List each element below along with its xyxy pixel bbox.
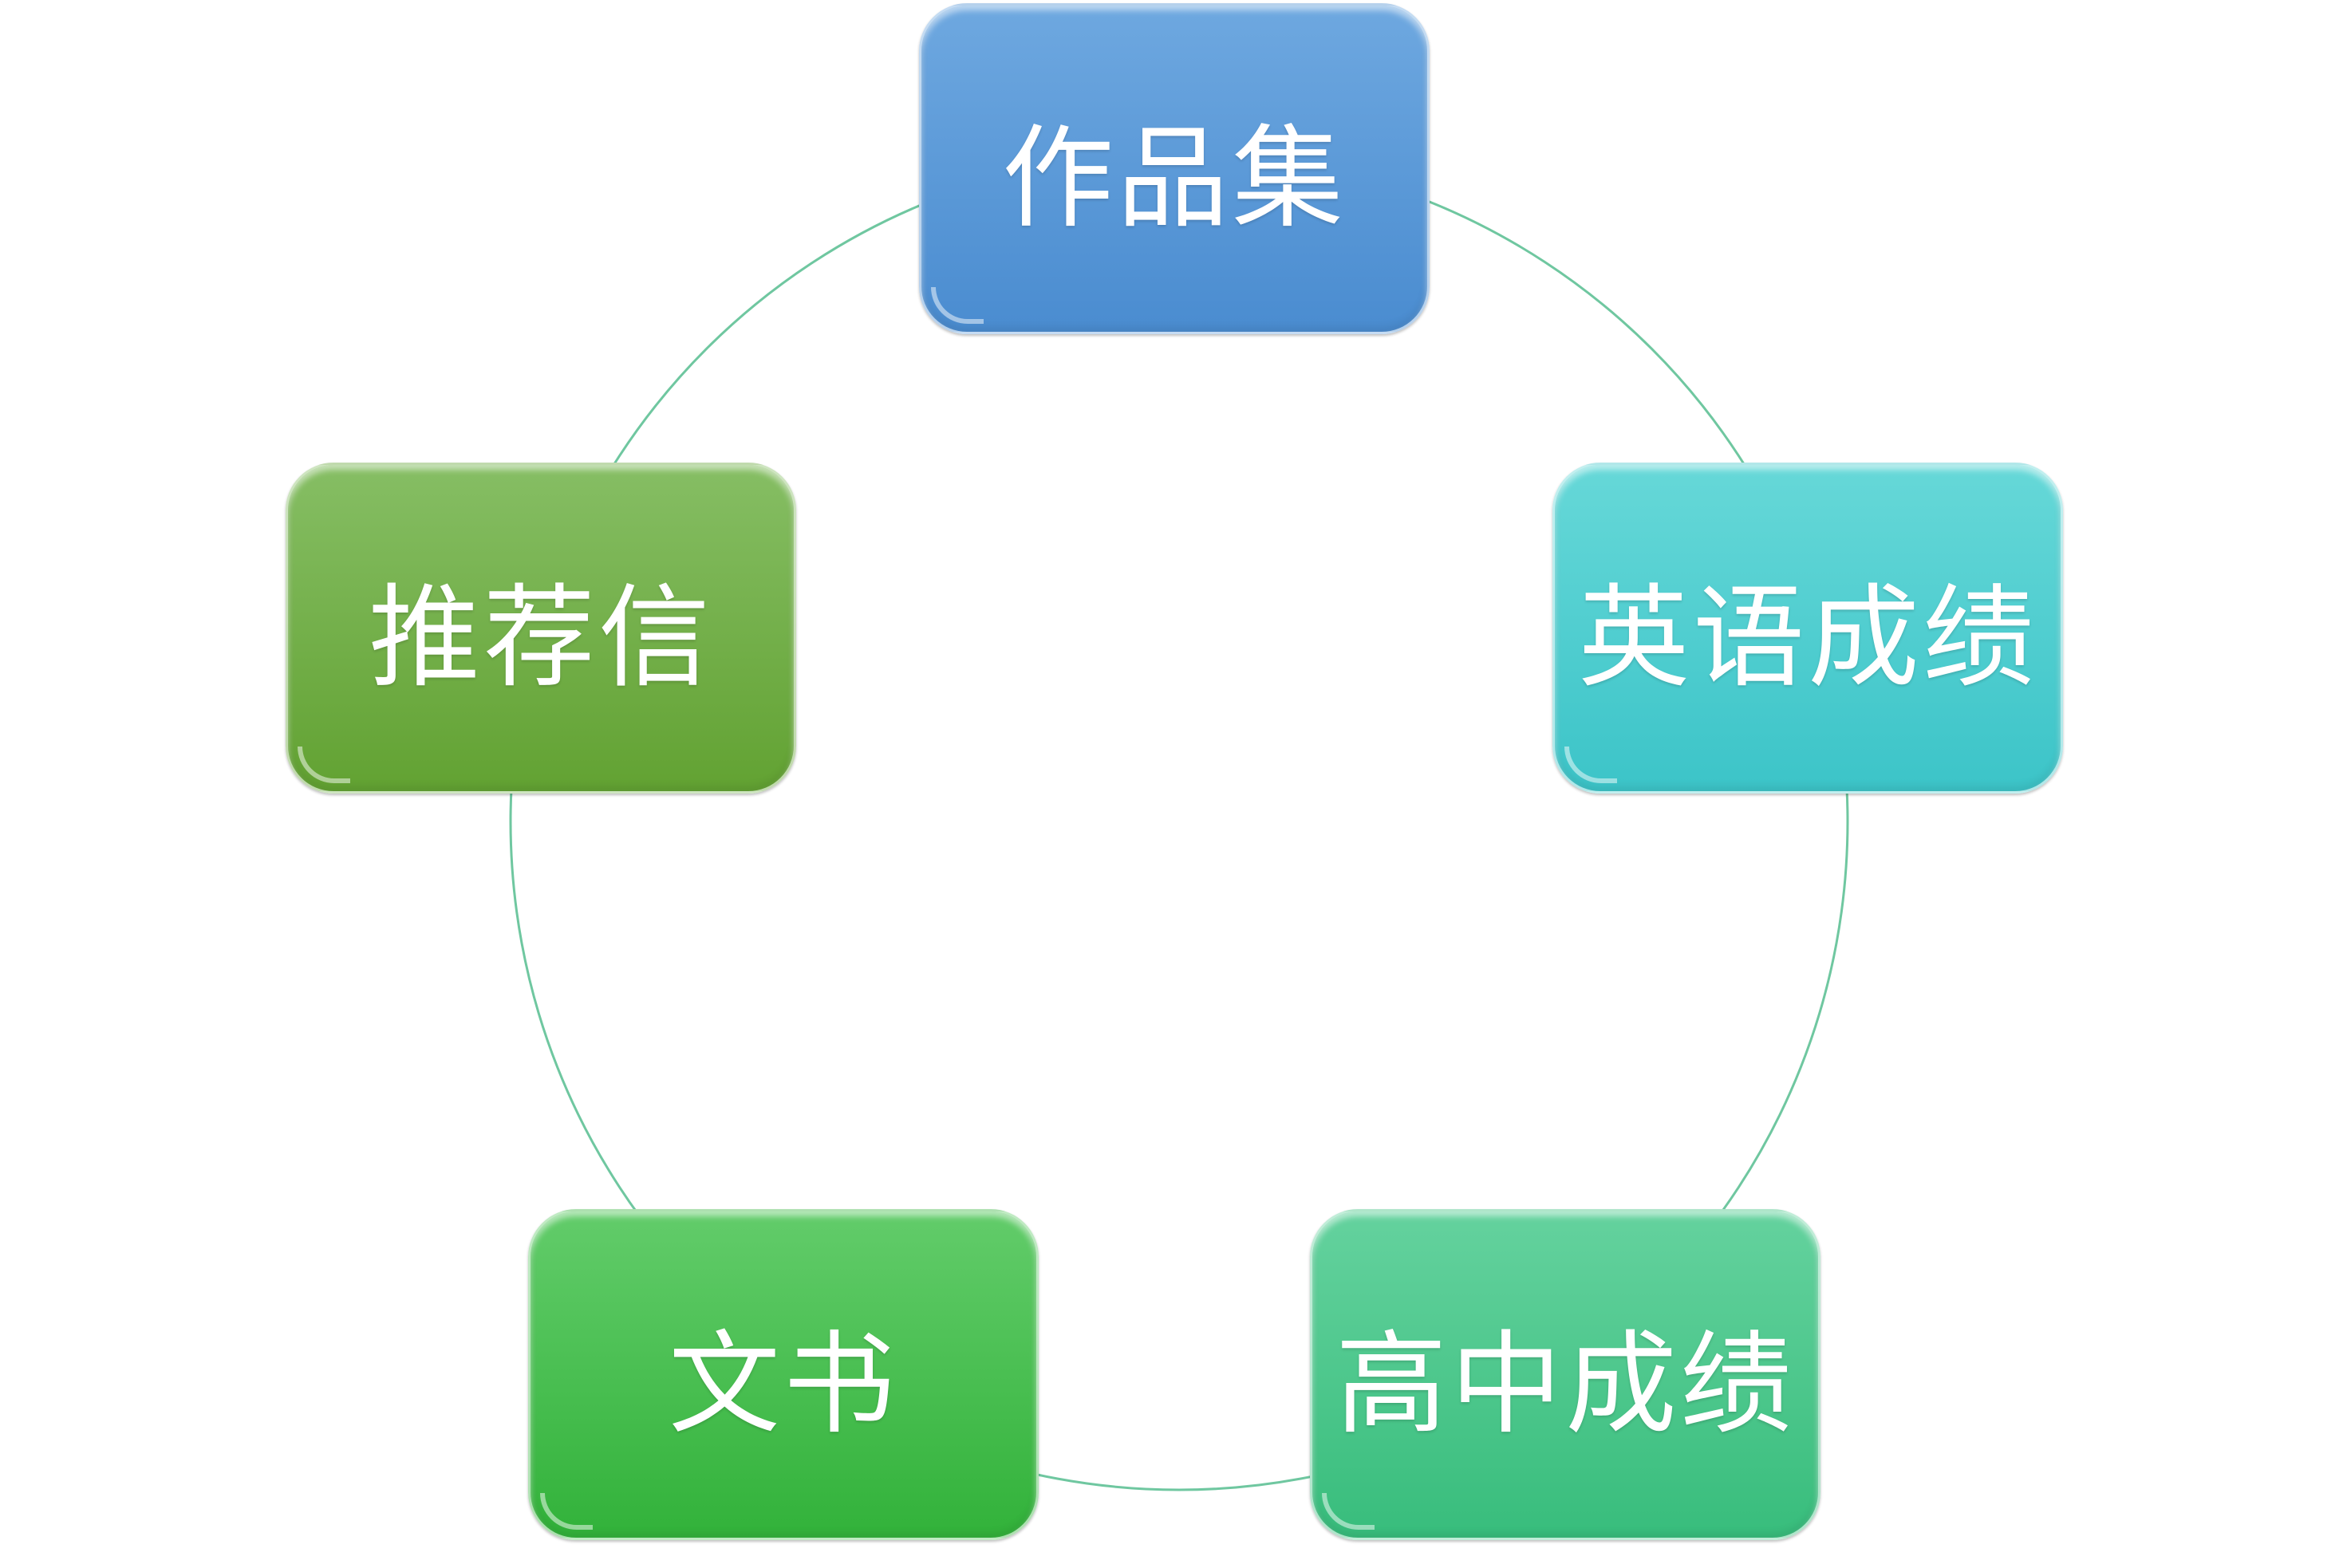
node-recommendation-letter: 推荐信 (286, 463, 796, 794)
node-label: 作品集 (1001, 113, 1347, 244)
node-label: 文书 (668, 1319, 898, 1450)
node-high-school-grades: 高中成绩 (1310, 1209, 1820, 1540)
node-essay: 文书 (528, 1209, 1039, 1540)
node-label: 英语成绩 (1577, 573, 2037, 703)
node-label: 高中成绩 (1335, 1319, 1795, 1450)
node-label: 推荐信 (368, 573, 713, 703)
node-portfolio: 作品集 (919, 3, 1430, 334)
node-english-score: 英语成绩 (1552, 463, 2063, 794)
